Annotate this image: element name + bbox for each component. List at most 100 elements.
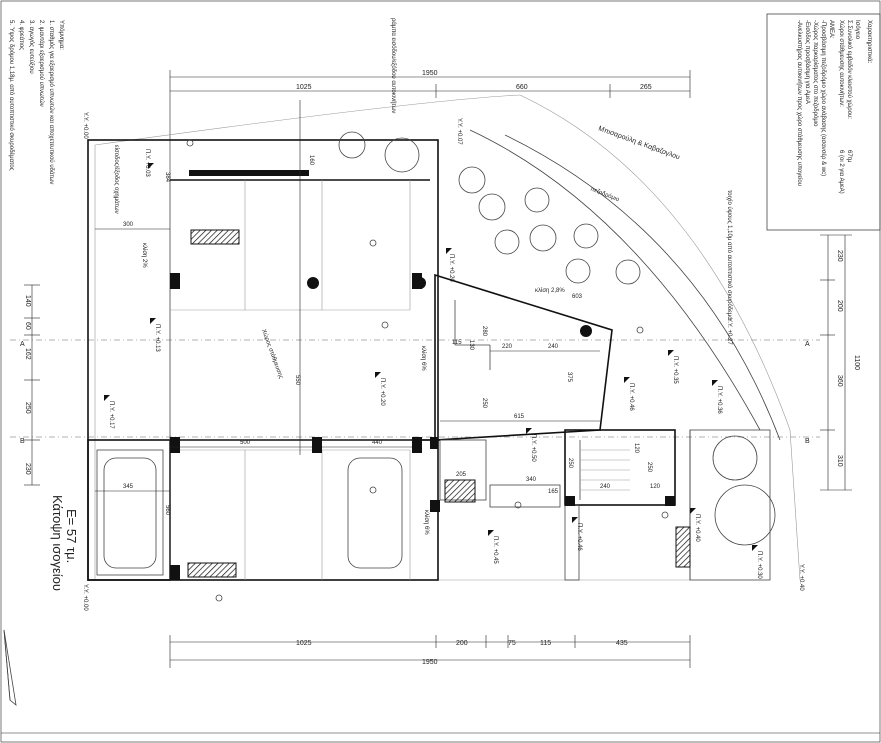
legend-item: 4. φρεάτιος [18,20,25,50]
columns [170,273,675,580]
svg-text:440: 440 [372,440,383,446]
svg-text:340: 340 [526,477,537,483]
svg-text:140: 140 [24,295,31,307]
svg-text:115: 115 [540,640,551,647]
svg-text:ΑΜΕΑ:: ΑΜΕΑ: [828,20,834,39]
svg-text:B: B [20,438,25,445]
svg-text:500: 500 [240,440,251,446]
svg-text:Π.Υ. +0.36: Π.Υ. +0.36 [716,386,722,414]
svg-text:280: 280 [481,326,487,337]
street-name: Μπισαρούλη & Καβαζογλου [597,124,681,161]
svg-text:120: 120 [633,443,639,454]
svg-text:160: 160 [308,155,314,166]
svg-text:Π.Υ. +0.30: Π.Υ. +0.30 [756,551,762,579]
svg-text:Ε= 57 τμ.: Ε= 57 τμ. [64,509,79,563]
svg-text:165: 165 [548,489,559,495]
svg-text:120: 120 [650,484,661,490]
svg-text:Χαρακτηριστικά:: Χαρακτηριστικά: [866,20,873,64]
svg-text:130: 130 [468,340,474,351]
svg-text:-Προσβάσιμη πεζοδρόμιο χώρο αν: -Προσβάσιμη πεζοδρόμιο χώρο ανάβασης (ασ… [820,20,827,176]
svg-text:250: 250 [481,398,487,409]
info-box-text: Χαρακτηριστικά: Ισόγειο Σ.Συνολικό εμβαδ… [796,20,873,194]
svg-text:550: 550 [294,375,300,386]
svg-text:Χώρος στάθμευσης: Χώρος στάθμευσης [260,328,284,379]
svg-text:375: 375 [566,372,572,383]
svg-text:75: 75 [508,640,516,647]
svg-text:Π.Υ. +0.03: Π.Υ. +0.03 [144,149,150,177]
svg-text:345: 345 [123,484,134,490]
svg-text:240: 240 [548,344,559,350]
svg-text:Υ.Υ. +0.00: Υ.Υ. +0.00 [82,112,88,139]
legend-item: 3. αγωγός ευτεύξιου [28,20,35,74]
svg-text:60: 60 [24,322,31,330]
svg-text:Χώροι στάθμευσης αυτοκινήτων:: Χώροι στάθμευσης αυτοκινήτων: [838,20,845,107]
svg-text:250: 250 [567,458,573,469]
svg-text:-Εισόδος προσβάσιμη για ΑμεΑ: -Εισόδος προσβάσιμη για ΑμεΑ [804,20,811,104]
bottom-dimensions: 1025 200 75 115 435 1950 [169,635,691,668]
svg-text:200: 200 [456,640,468,647]
svg-text:1950: 1950 [422,659,438,666]
svg-text:115: 115 [452,340,462,346]
trees [338,131,776,546]
svg-text:Π.Υ. +0.46: Π.Υ. +0.46 [576,523,582,551]
legend-heading: Υπόμνημα: [58,20,65,50]
svg-text:Π.Υ. +0.20: Π.Υ. +0.20 [448,254,454,282]
svg-text:κλίση 6%: κλίση 6% [420,346,426,371]
svg-text:τοιχίο ύψους 1,10μ από αυτοπτι: τοιχίο ύψους 1,10μ από αυτοπτιστικό σκυρ… [726,190,733,320]
legend-item: 5. Ύψος δρόμου 1,18μ. από αυτοπτιστικό σ… [8,20,15,171]
svg-text:Π.Υ. +0.40: Π.Υ. +0.40 [694,514,700,542]
north-arrow-icon [3,629,17,706]
floor-drains [186,139,669,602]
svg-text:Κάτοψη ισογείου: Κάτοψη ισογείου [50,495,65,591]
svg-text:Π.Υ. +0.20: Π.Υ. +0.20 [379,378,385,406]
svg-text:Π.Υ. +0.13: Π.Υ. +0.13 [154,324,160,352]
sidewalk-label: πεζοδρόμιο [589,185,621,203]
svg-text:205: 205 [456,472,467,478]
svg-text:162: 162 [24,348,31,360]
svg-text:435: 435 [616,640,628,647]
svg-text:-Ανελκυστήρας αυτοκινήτων προς: -Ανελκυστήρας αυτοκινήτων προς χώρο στάθ… [796,20,803,186]
svg-text:είσοδος/έξοδος οχημάτων: είσοδος/έξοδος οχημάτων [113,145,120,214]
svg-text:220: 220 [502,344,513,350]
svg-text:Υ.Υ. +0.27: Υ.Υ. +0.27 [726,318,732,345]
legend-item: 1. σταθμός για εξαερισμό υπνωτών και απο… [48,20,55,184]
svg-text:200: 200 [836,300,843,312]
svg-text:265: 265 [640,84,652,91]
svg-text:Υ.Υ. +0.00: Υ.Υ. +0.00 [82,584,88,611]
svg-text:Π.Υ. +0.17: Π.Υ. +0.17 [108,401,114,429]
svg-text:250: 250 [24,402,31,414]
top-dimensions: 1950 1025 660 265 [169,70,691,180]
svg-text:A: A [20,341,25,348]
svg-text:Σ.Συνολικό εμβαδόν κλειστού χώ: Σ.Συνολικό εμβαδόν κλειστού χώρου: [846,20,853,119]
hatched-elements [187,170,691,578]
svg-text:300: 300 [123,222,134,228]
svg-text:Ισόγειο: Ισόγειο [854,20,861,40]
svg-text:660: 660 [516,84,528,91]
plan-title: Κάτοψη ισογείου Ε= 57 τμ. [50,495,79,591]
svg-text:1025: 1025 [296,84,312,91]
svg-text:360: 360 [836,375,843,387]
level-markers: Π.Υ. +0.03 Π.Υ. +0.20 Π.Υ. +0.13 Π.Υ. +0… [104,149,762,579]
svg-text:κλίση 2%: κλίση 2% [141,243,147,268]
area-labels: Χώρος στάθμευσης κλίση 2% κλίση 2,8% κλί… [113,18,733,535]
svg-text:240: 240 [600,484,611,490]
building-walls [87,139,771,581]
svg-text:384: 384 [164,172,170,183]
svg-text:A: A [805,341,810,348]
svg-text:Υ.Υ. +0.07: Υ.Υ. +0.07 [456,118,462,145]
svg-text:230: 230 [24,463,31,475]
svg-text:230: 230 [836,250,843,262]
svg-text:615: 615 [514,414,525,420]
svg-text:6 (οι 2 για ΑμεΑ): 6 (οι 2 για ΑμεΑ) [838,150,844,194]
svg-text:250: 250 [646,462,652,473]
internal-dimensions: 160 384 300 500 440 550 345 560 603 280 … [95,100,661,516]
svg-text:κλίση 6%: κλίση 6% [423,510,429,535]
svg-text:-Χώρος παρκαρίσματος στο πεζοδ: -Χώρος παρκαρίσματος στο πεζοδρόμιο [812,20,819,127]
corner-levels: Υ.Υ. +0.00 Υ.Υ. +0.07 Υ.Υ. +0.27 Υ.Υ. +0… [82,112,804,611]
section-lines: A B A B [10,339,820,445]
svg-text:Π.Υ. +0.50: Π.Υ. +0.50 [530,434,536,462]
legend: Υπόμνημα: 1. σταθμός για εξαερισμό υπνωτ… [8,20,65,184]
svg-text:Υ.Υ. +0.40: Υ.Υ. +0.40 [798,564,804,591]
right-dimensions: 230 200 360 310 1100 [820,234,860,491]
